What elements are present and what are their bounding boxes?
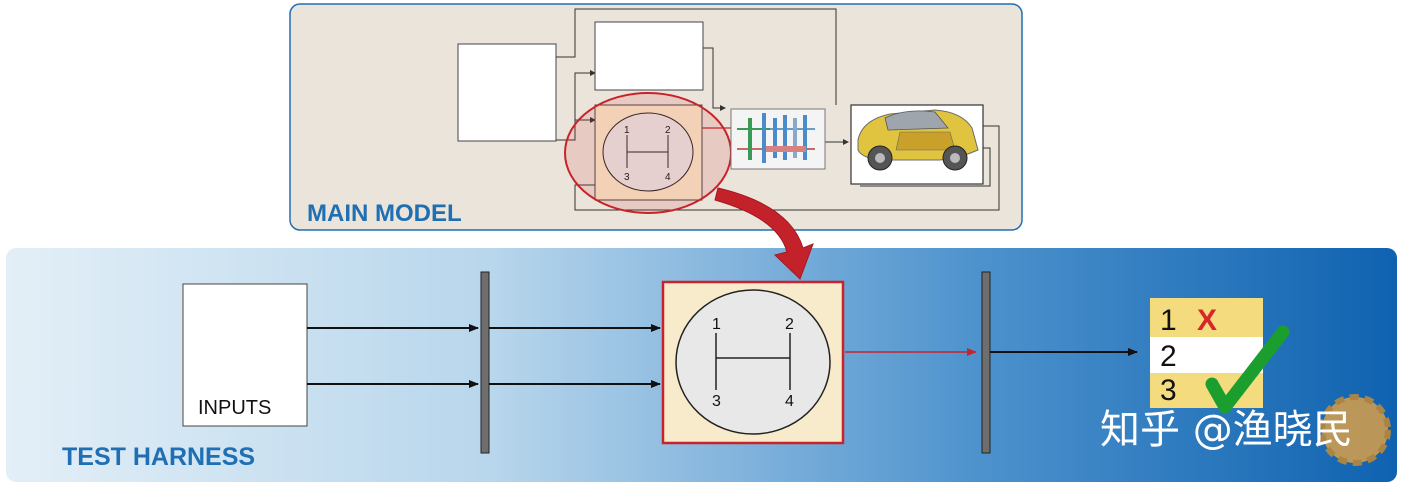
main-model-panel: 1 2 3 4 [289, 3, 1023, 231]
input-mux-bar [480, 271, 490, 454]
highlight-ellipse [564, 92, 732, 214]
inputs-block [182, 283, 308, 427]
watermark-text: 知乎 @渔晓民 [1100, 407, 1353, 453]
inputs-label: INPUTS [198, 397, 271, 419]
check-icon [1205, 325, 1290, 414]
output-demux-bar [981, 271, 991, 454]
harness-shift-pos-2: 2 [785, 316, 794, 333]
test-harness-label: TEST HARNESS [62, 443, 255, 471]
main-shift-pos-3: 3 [624, 172, 630, 183]
highlight-pointer-arrow [714, 187, 814, 280]
zhihu-watermark: 知乎 @渔晓民 [1100, 394, 1391, 466]
gear-icon [1319, 394, 1391, 466]
harness-shift-pos-1: 1 [712, 316, 721, 333]
main-model-block-left [457, 43, 557, 142]
results-table: 1 X 2 3 [1150, 298, 1263, 408]
harness-shift-pos-3: 3 [712, 393, 721, 410]
fail-x-icon: X [1197, 304, 1217, 337]
result-number-1: 1 [1160, 304, 1177, 337]
result-number-2: 2 [1160, 340, 1177, 373]
result-row-1 [1150, 298, 1263, 337]
main-model-label: MAIN MODEL [307, 200, 462, 227]
harness-shifter-icon [675, 289, 831, 435]
result-row-2 [1150, 337, 1263, 373]
main-model-block-top [594, 21, 704, 91]
transmission-block [730, 108, 826, 170]
main-shifter-icon [602, 112, 694, 192]
harness-shift-pos-4: 4 [785, 393, 794, 410]
main-shift-pos-1: 1 [624, 125, 630, 136]
result-number-3: 3 [1160, 374, 1177, 407]
main-shift-pos-4: 4 [665, 172, 671, 183]
vehicle-image-block [850, 104, 984, 185]
main-shift-pos-2: 2 [665, 125, 671, 136]
test-harness-panel: INPUTS 1 2 3 4 1 X [6, 248, 1397, 482]
